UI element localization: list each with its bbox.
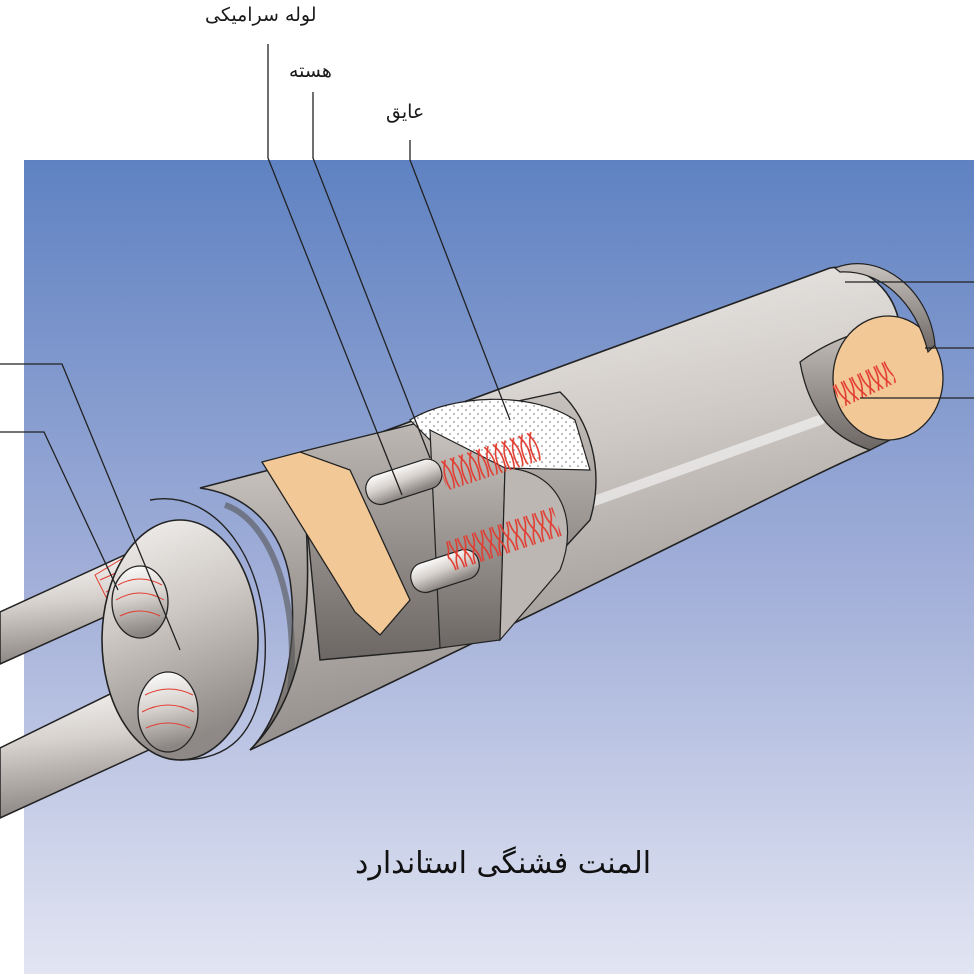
leader-insulator bbox=[409, 140, 511, 421]
label-ceramic-tube: لوله سرامیکی bbox=[205, 4, 317, 26]
heating-coil-lower bbox=[443, 507, 562, 572]
heating-coil-upper bbox=[438, 431, 543, 491]
leader-core bbox=[312, 92, 431, 459]
leader-ceramic-tube bbox=[267, 44, 403, 496]
heating-coil-end bbox=[832, 360, 897, 408]
label-insulator: عایق bbox=[386, 101, 425, 123]
leader-left-lower bbox=[0, 431, 119, 591]
leader-left-upper bbox=[0, 363, 181, 651]
lead-hole-upper bbox=[111, 565, 169, 639]
end-cap-rim bbox=[149, 498, 266, 761]
label-core: هسته bbox=[289, 60, 332, 82]
lead-hole-lower bbox=[137, 671, 199, 753]
diagram-title: المنت فشنگی استاندارد bbox=[355, 846, 652, 881]
ceramic-spacer bbox=[260, 451, 411, 636]
insulation-powder bbox=[409, 398, 591, 471]
